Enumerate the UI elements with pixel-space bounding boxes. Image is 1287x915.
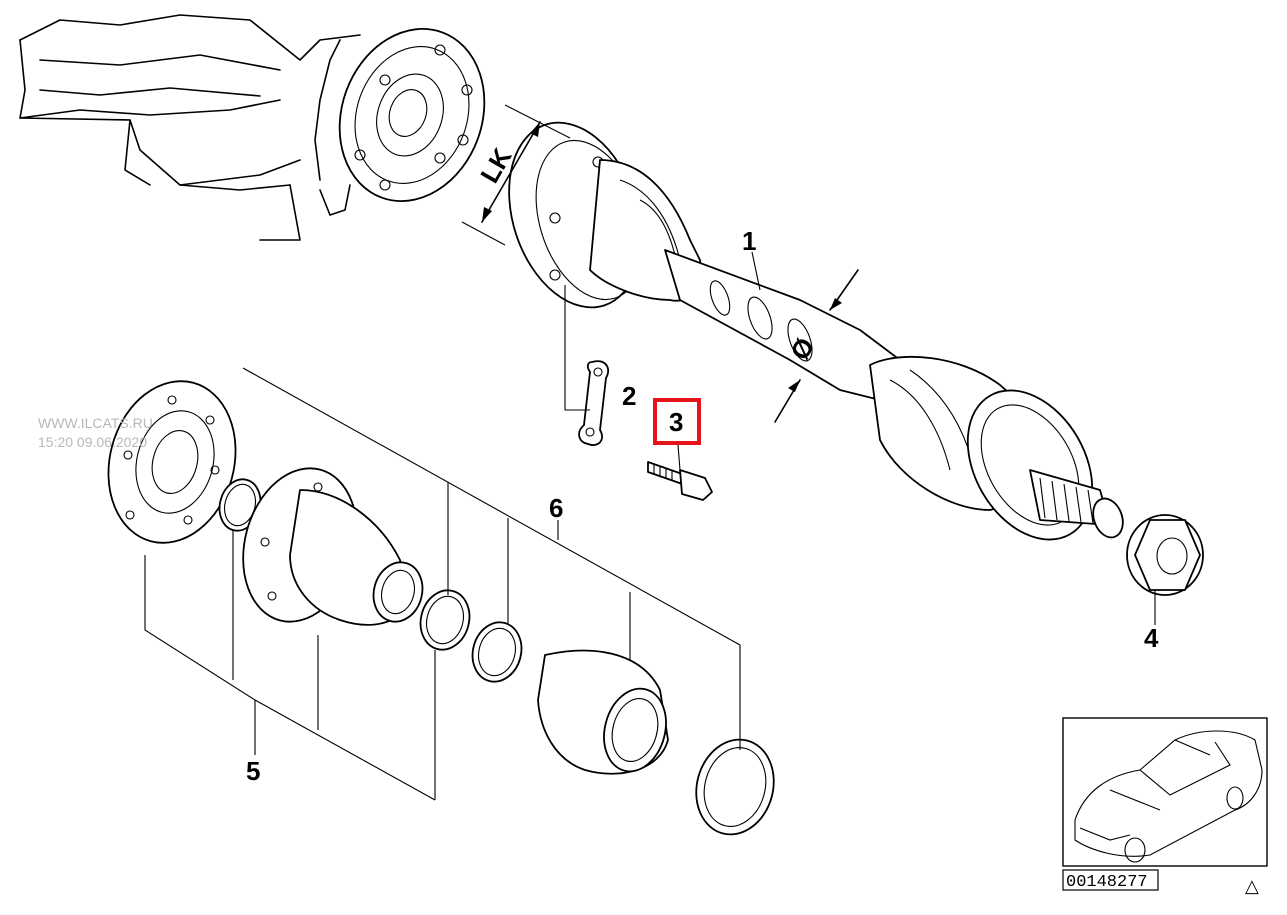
leader-lines <box>144 104 1156 801</box>
callout-part-2: 2 <box>622 381 636 411</box>
reference-number: 00148277 <box>1066 873 1148 892</box>
hex-bolt <box>647 461 713 501</box>
differential-housing <box>19 14 486 241</box>
lock-plate <box>578 360 610 446</box>
callout-part-5: 5 <box>246 756 260 786</box>
drive-shaft-assembly <box>508 121 1124 541</box>
callout-part-6: 6 <box>549 493 563 523</box>
cv-joint-kit <box>107 380 775 836</box>
reference-number-box <box>1062 869 1159 891</box>
callout-part-3[interactable]: 3 <box>669 407 683 437</box>
callout-part-1: 1 <box>742 226 756 256</box>
watermark-timestamp: 15:20 09.06.2020 <box>38 434 147 450</box>
corner-triangle-icon: △ <box>1245 876 1259 897</box>
collar-nut <box>1126 514 1204 596</box>
highlight-box-part-3 <box>653 398 701 445</box>
vehicle-thumbnail <box>1062 717 1268 867</box>
callout-part-4: 4 <box>1144 623 1159 653</box>
watermark-site: WWW.ILCATS.RU <box>38 415 153 431</box>
